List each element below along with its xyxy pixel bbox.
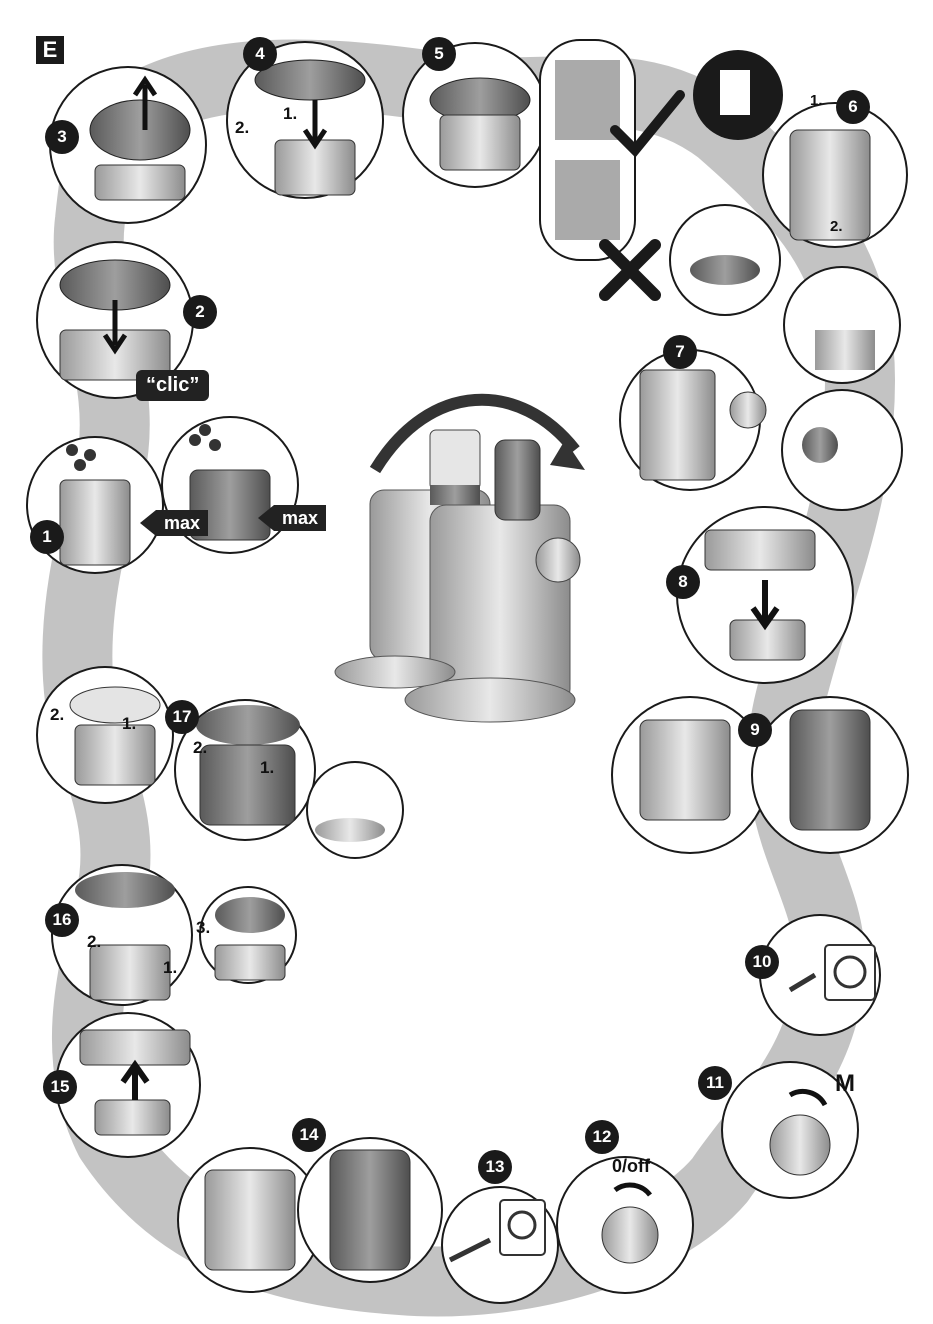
step-17-substep-1: 1. [260,758,274,778]
mode-m-label: M [835,1070,855,1098]
off-label: 0/off [612,1156,650,1177]
step-8-illustration [677,507,853,683]
clic-label: “clic” [136,370,209,401]
step-16-substep-1: 1. [163,958,177,978]
step-badge-14: 14 [292,1118,326,1152]
step-4-substep-2: 2. [235,118,249,138]
step-badge-3: 3 [45,120,79,154]
step-17-substep-2: 2. [193,738,207,758]
step-lid-substep-1: 1. [122,714,136,734]
step-badge-15: 15 [43,1070,77,1104]
step-13-illustration [442,1187,558,1303]
step-badge-11: 11 [698,1066,732,1100]
step-6-substep-1: 1. [810,92,823,109]
step-badge-17: 17 [165,700,199,734]
step-badge-9: 9 [738,713,772,747]
step-16-substep-2: 2. [87,932,101,952]
step-5-illustration [403,40,635,260]
step-badge-12: 12 [585,1120,619,1154]
central-appliance-illustration [335,400,585,722]
step-6-substep-2: 2. [830,218,843,235]
step-10-illustration [760,915,880,1035]
step-badge-16: 16 [45,903,79,937]
step-1-illustration [27,417,298,573]
step-badge-5: 5 [422,37,456,71]
step-badge-1: 1 [30,520,64,554]
step-badge-10: 10 [745,945,779,979]
cross-icon [605,245,655,295]
step-4-substep-1: 1. [283,104,297,124]
step-badge-7: 7 [663,335,697,369]
section-letter: E [36,36,64,64]
step-12-illustration [557,1157,693,1293]
step-15-illustration [56,1013,200,1157]
step-badge-8: 8 [666,565,700,599]
step-16-substep-3: 3. [196,918,210,938]
step-badge-4: 4 [243,37,277,71]
step-lid-substep-2: 2. [50,705,64,725]
step-badge-2: 2 [183,295,217,329]
step-badge-13: 13 [478,1150,512,1184]
step-badge-6: 6 [836,90,870,124]
